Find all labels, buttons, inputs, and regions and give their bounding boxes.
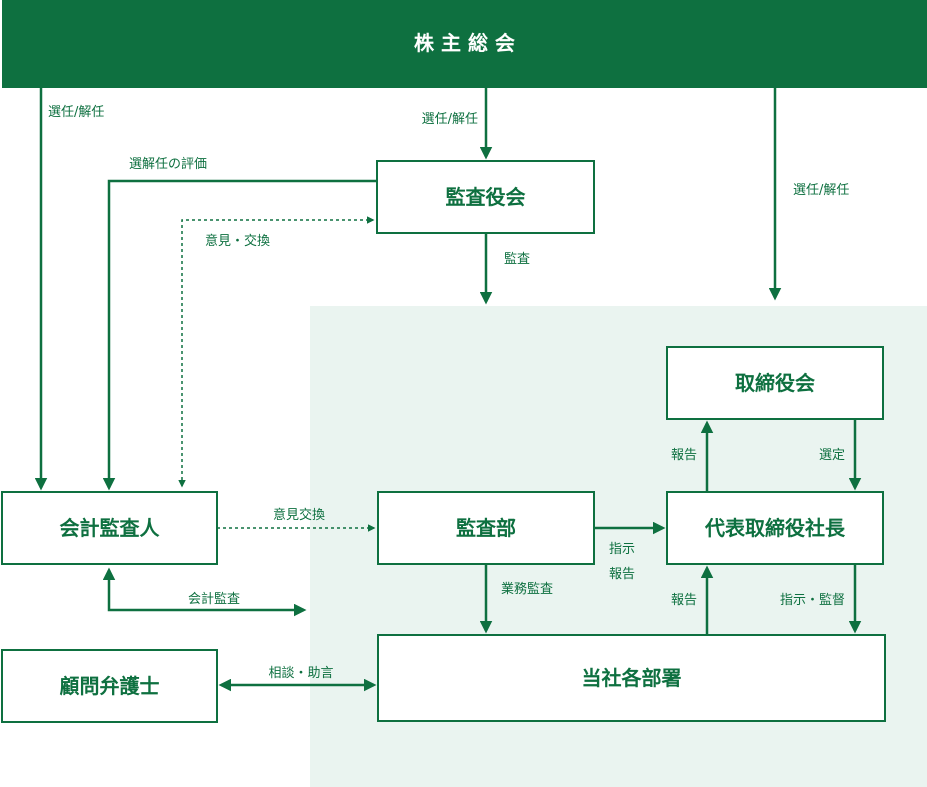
arrow-evaluation [102, 179, 377, 491]
label-instruct-supervise: 指示・監督 [780, 592, 845, 608]
president-box [666, 491, 884, 565]
label-consult-advice: 相談・助言 [268, 665, 333, 681]
board-of-directors-box [666, 346, 884, 420]
label-report-from-departments: 報告 [671, 593, 697, 608]
legal-advisor-label: 顧問弁護士 [60, 674, 160, 698]
board-of-directors-label: 取締役会 [735, 371, 815, 395]
president-label: 代表取締役社長 [704, 516, 846, 540]
audit-board-label: 監査役会 [446, 185, 526, 209]
legal-advisor-box [1, 649, 218, 723]
label-instruct: 指示 [609, 542, 635, 557]
audit-department-box [377, 491, 595, 565]
label-select: 選定 [819, 448, 845, 463]
arrow-accounting-audit [102, 567, 307, 617]
company-departments-box [377, 634, 886, 722]
label-evaluation: 選解任の評価 [129, 157, 207, 172]
label-elect-right: 選任/解任 [793, 183, 849, 198]
label-report: 報告 [609, 567, 635, 582]
label-audit: 監査 [504, 251, 530, 267]
shareholders-meeting-box [2, 0, 927, 88]
audit-department-label: 監査部 [456, 516, 516, 540]
label-elect-center: 選任/解任 [422, 112, 478, 127]
label-report-to-board: 報告 [671, 448, 697, 463]
shareholders-meeting-label: 株 主 総 会 [414, 31, 515, 55]
label-opinion-exchange-dotted: 意見・交換 [205, 233, 270, 249]
label-accounting-audit: 会計監査 [188, 591, 240, 607]
label-elect-left: 選任/解任 [48, 105, 104, 120]
label-business-audit: 業務監査 [501, 581, 553, 597]
accounting-auditor-label: 会計監査人 [60, 516, 161, 540]
label-opinion-exchange: 意見交換 [273, 507, 325, 523]
company-departments-label: 当社各部署 [582, 666, 682, 690]
dotted-opinion-exchange-audit-board [178, 216, 375, 488]
